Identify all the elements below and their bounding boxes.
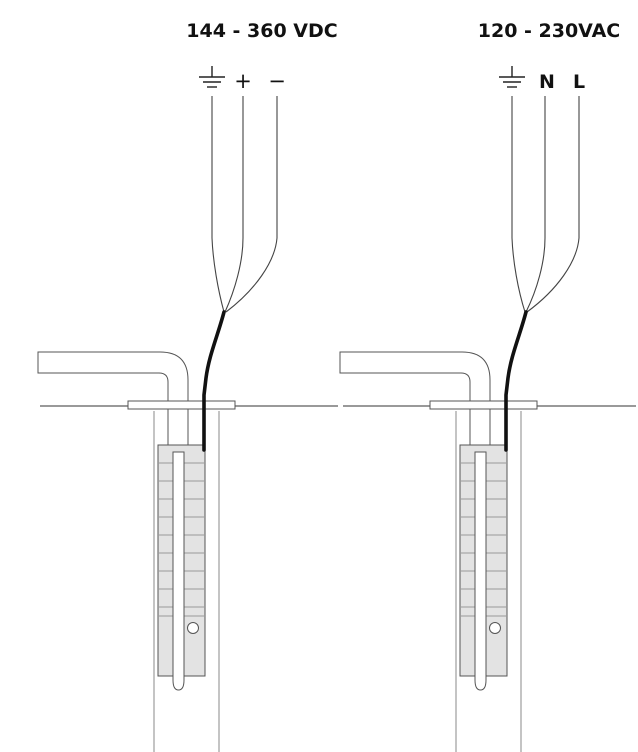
well-cap	[127, 400, 236, 410]
discharge-pipe	[339, 351, 491, 446]
ground-wire	[211, 96, 225, 313]
discharge-pipe	[37, 351, 189, 446]
terminal-neutral-label: N	[539, 71, 555, 93]
power-cable	[504, 310, 528, 452]
well-cap	[429, 400, 538, 410]
installation-dc: 144 - 360 VDC + −	[37, 20, 338, 752]
plus-wire	[224, 96, 244, 313]
ground-wire	[511, 96, 526, 313]
supply-label-dc: 144 - 360 VDC	[186, 20, 337, 42]
pump-shaft-slot	[474, 451, 487, 691]
terminal-live-label: L	[573, 71, 585, 93]
terminal-plus-label: +	[234, 69, 252, 93]
pump-shaft-slot	[172, 451, 185, 691]
live-wire	[526, 96, 580, 313]
minus-wire	[225, 96, 278, 313]
terminal-minus-label: −	[268, 69, 286, 93]
pump-bolt-icon	[187, 622, 199, 634]
power-cable	[202, 310, 226, 452]
installation-ac: 120 - 230VAC N L	[339, 20, 621, 752]
ground-icon	[499, 66, 525, 88]
ground-icon	[199, 66, 225, 88]
supply-label-ac: 120 - 230VAC	[478, 20, 621, 42]
pump-bolt-icon	[489, 622, 501, 634]
neutral-wire	[525, 96, 546, 313]
